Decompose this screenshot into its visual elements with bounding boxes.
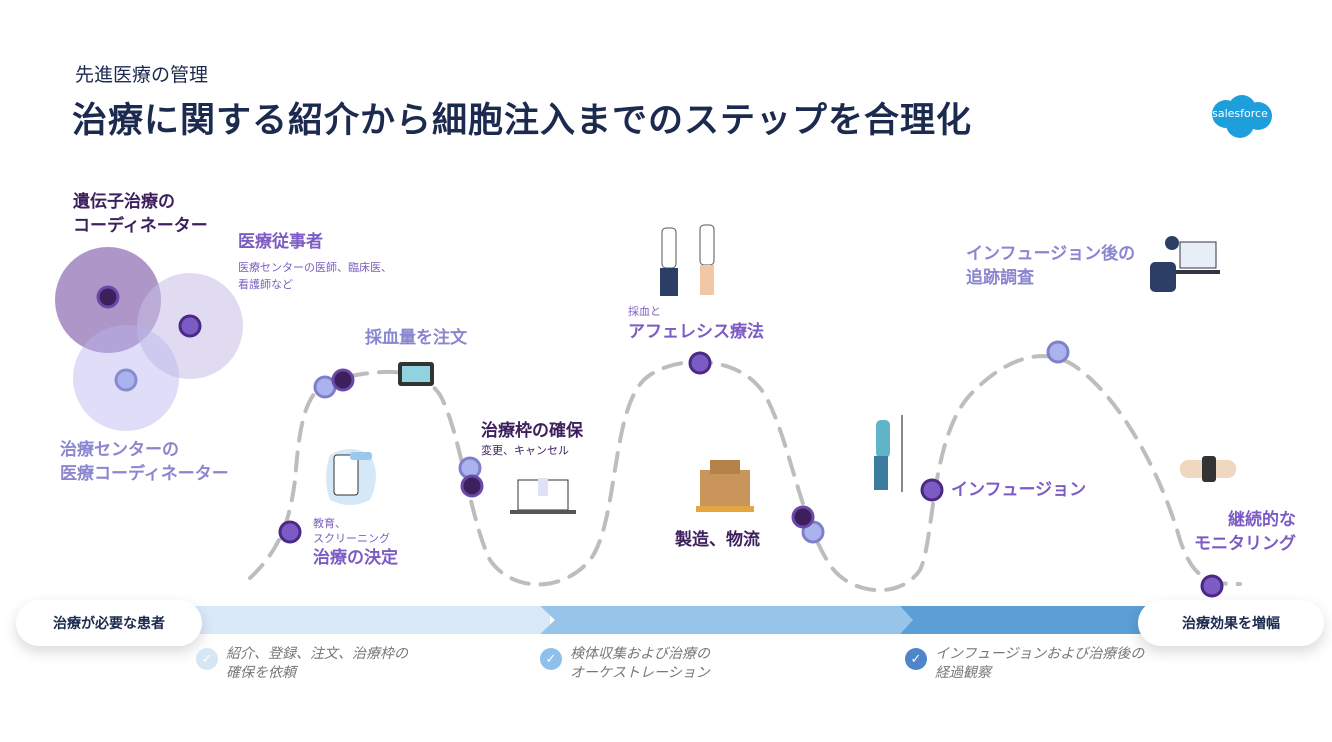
page-title: 治療に関する紹介から細胞注入までのステップを合理化 xyxy=(72,101,973,141)
hcp-description: 医療センターの医師、臨床医、看護師など xyxy=(238,261,392,291)
center-coordinator-label: 治療センターの医療コーディネーター xyxy=(60,440,229,484)
salesforce-logo: salesforce xyxy=(1204,92,1276,140)
manufacture-label: 製造、物流 xyxy=(675,530,760,550)
watch-icon xyxy=(1180,456,1236,482)
laptop-icon xyxy=(510,478,576,514)
nurse-iv-icon xyxy=(874,415,903,492)
role-circles xyxy=(55,247,243,431)
check-icon: ✓ xyxy=(905,648,927,670)
phase-1-step: ✓紹介、登録、注文、治療枠の確保を依頼 xyxy=(196,645,408,683)
boxes-icon xyxy=(696,460,754,512)
node-gene xyxy=(96,285,120,309)
apheresis-label: アフェレシス療法 xyxy=(628,322,764,342)
node-apheresis xyxy=(688,351,712,375)
decision-label: 治療の決定 xyxy=(313,548,398,568)
node-center xyxy=(114,368,138,392)
node-decision xyxy=(278,520,302,544)
doctors-icon xyxy=(660,224,715,296)
apheresis-sub: 採血と xyxy=(628,305,661,318)
check-icon: ✓ xyxy=(540,648,562,670)
infusion-label: インフュージョン xyxy=(951,480,1087,500)
slot-label: 治療枠の確保 xyxy=(481,421,583,441)
slot-sub: 変更、キャンセル xyxy=(481,444,569,457)
monitoring-label: 継続的なモニタリング xyxy=(1194,510,1296,554)
tablet-icon xyxy=(398,362,434,386)
gene-coordinator-label: 遺伝子治療のコーディネーター xyxy=(73,192,208,236)
node-followup xyxy=(1046,340,1070,364)
node-monitoring xyxy=(1200,574,1224,598)
end-pill: 治療効果を増幅 xyxy=(1138,600,1324,646)
node-hcp xyxy=(178,314,202,338)
order-blood-label: 採血量を注文 xyxy=(365,328,467,348)
journey-path xyxy=(248,354,1242,592)
phase-bar-2 xyxy=(540,606,915,634)
phase-bar-3 xyxy=(900,606,1160,634)
doctor-phone-icon xyxy=(326,449,376,505)
phase-bar-1 xyxy=(190,606,550,634)
phase-3-step: ✓インフュージョンおよび治療後の経過観察 xyxy=(905,645,1144,683)
start-pill: 治療が必要な患者 xyxy=(16,600,202,646)
decision-sub: 教育、スクリーニング xyxy=(313,517,390,545)
followup-label: インフュージョン後の追跡調査 xyxy=(966,244,1136,288)
check-icon: ✓ xyxy=(196,648,218,670)
subtitle: 先進医療の管理 xyxy=(75,64,209,86)
phase-2-step: ✓検体収集および治療のオーケストレーション xyxy=(540,645,710,683)
hcp-label: 医療従事者 xyxy=(238,232,323,252)
desk-icon xyxy=(1150,236,1220,292)
node-infusion xyxy=(920,478,944,502)
